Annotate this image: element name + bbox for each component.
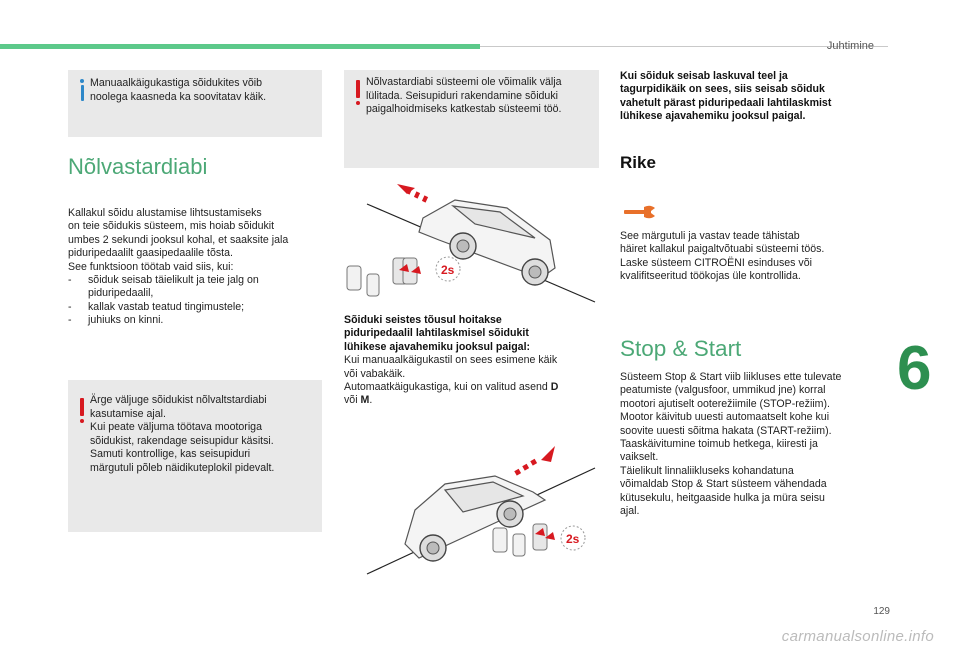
hill-hold-figure-downhill: 2s bbox=[366, 446, 596, 575]
list-item: - sõiduk seisab täielikult ja teie jalg … bbox=[68, 274, 259, 300]
intro-line: umbes 2 sekundi jooksul kohal, et saaksi… bbox=[68, 233, 289, 246]
section-title: Juhtimine bbox=[826, 40, 874, 52]
heading-stop-start: Stop & Start bbox=[620, 336, 742, 361]
ss-line: Täielikult linnaliikluseks kohandatuna bbox=[620, 464, 794, 477]
timer-label: 2s bbox=[441, 263, 455, 277]
heading-hill-start-assist: Nõlvastardiabi bbox=[68, 154, 208, 179]
wrench-icon bbox=[624, 205, 655, 219]
warning-icon-dot bbox=[355, 101, 360, 105]
warning-icon-dot bbox=[79, 419, 84, 423]
intro-line: piduripedaalilt gaasipedaalile tõsta. bbox=[68, 247, 233, 260]
bold-line: Kui sõiduk seisab laskuval teel ja bbox=[620, 70, 788, 82]
ss-line: ajal. bbox=[620, 505, 640, 518]
direction-arrow bbox=[514, 446, 555, 476]
fault-paragraph: See märgutuli ja vastav teade tähistab h… bbox=[620, 230, 890, 284]
caption-line: või vabakäik. bbox=[344, 367, 406, 380]
warning-line: märgutuli põleb näidikuteplokil pidevalt… bbox=[90, 461, 275, 474]
warning-line: Nõlvastardiabi süsteemi ole võimalik väl… bbox=[366, 76, 562, 88]
heading-fault: Rike bbox=[620, 153, 656, 172]
caption-automatic-cont: või M. bbox=[344, 394, 373, 407]
fault-line: Laske süsteem CITROËNI esinduses või bbox=[620, 256, 812, 269]
hill-hold-figure-uphill: 2s bbox=[346, 184, 596, 303]
fault-line: häiret kallakul paigaltvõtuabi süsteemi … bbox=[620, 243, 825, 256]
warning-icon bbox=[80, 398, 84, 416]
ss-line: mootori ajutiselt ooterežiimile (STOP-re… bbox=[620, 397, 830, 410]
dash-marker: - bbox=[68, 314, 72, 327]
watermark: carmanualsonline.info bbox=[781, 628, 934, 645]
timer-label: 2s bbox=[566, 532, 580, 546]
direction-arrow bbox=[397, 184, 429, 203]
bold-line: lühikese ajavahemiku jooksul paigal. bbox=[620, 110, 806, 123]
warning-line: sõidukist, rakendage seisupidur käsitsi. bbox=[90, 434, 274, 447]
timer-badge bbox=[435, 256, 461, 282]
ss-line: võimaldab Stop & Start süsteem vähendada bbox=[620, 478, 827, 491]
dash-marker: - bbox=[68, 274, 72, 286]
warning-line: lülitada. Seisupiduri rakendamine sõiduk… bbox=[366, 89, 558, 102]
stop-start-paragraph: Süsteem Stop & Start viib liikluses ette… bbox=[620, 371, 892, 518]
downhill-bold-paragraph: Kui sõiduk seisab laskuval teel ja tagur… bbox=[620, 70, 890, 124]
wheel-hub bbox=[456, 239, 470, 253]
fault-line: kvalifitseeritud töökojas üle kontrollid… bbox=[620, 270, 801, 283]
ss-line: Taaskäivitumine toimub hetkega, kiiresti… bbox=[620, 438, 818, 451]
list-item: - juhiuks on kinni. bbox=[68, 314, 164, 327]
warning-line: Kui peate väljuma töötava mootoriga bbox=[90, 421, 262, 433]
header-bar bbox=[0, 44, 480, 49]
chapter-number: 6 bbox=[897, 334, 932, 403]
caption-bold-line: lühikese ajavahemiku jooksul paigal: bbox=[344, 340, 531, 353]
intro-line: See funktsioon töötab vaid siis, kui: bbox=[68, 260, 234, 273]
warning-icon bbox=[356, 80, 360, 98]
wheel-hub bbox=[528, 265, 542, 279]
dash-marker: - bbox=[68, 300, 72, 313]
fault-line: See märgutuli ja vastav teade tähistab bbox=[620, 230, 800, 242]
caption-bold-line: piduripedaalil lahtilaskmisel sõidukit bbox=[344, 327, 529, 340]
warning-box-left: Ärge väljuge sõidukist nõlvaltstardiabi … bbox=[68, 380, 322, 532]
bold-line: tagurpidikäik on sees, siis seisab sõidu… bbox=[620, 83, 825, 96]
header-rule bbox=[480, 46, 888, 47]
info-icon-bar bbox=[80, 85, 84, 101]
pedal-arrows bbox=[399, 264, 421, 274]
warning-line: paigalhoidmiseks katkestab süsteemi töö. bbox=[366, 103, 562, 115]
info-icon bbox=[80, 79, 84, 83]
caption-line: Kui manuaalkäigukastil on sees esimene k… bbox=[344, 354, 558, 367]
wheel-hub bbox=[426, 541, 440, 555]
car-illustration bbox=[418, 199, 556, 279]
ss-line: Mootor käivitub uuesti automaatselt kohe… bbox=[620, 411, 830, 424]
pedal-illustration bbox=[492, 523, 548, 557]
caption-bold-line: Sõiduki seistes tõusul hoitakse bbox=[344, 314, 502, 326]
timer-badge bbox=[560, 525, 586, 551]
page-number: 129 bbox=[873, 606, 890, 617]
uphill-caption: Sõiduki seistes tõusul hoitakse piduripe… bbox=[344, 314, 604, 408]
warning-line: kasutamise ajal. bbox=[90, 407, 166, 420]
warning-box-middle: Nõlvastardiabi süsteemi ole võimalik väl… bbox=[344, 70, 599, 168]
bold-line: vahetult pärast piduripedaali lahtilaskm… bbox=[620, 96, 832, 109]
info-box: Manuaalkäigukastiga sõidukites võib nool… bbox=[68, 70, 322, 137]
wheel-hub bbox=[503, 507, 517, 521]
ss-line: vaikselt. bbox=[620, 451, 659, 464]
ss-line: Süsteem Stop & Start viib liikluses ette… bbox=[620, 371, 842, 383]
intro-line: on teie sõidukis süsteem, mis hoiab sõid… bbox=[68, 220, 275, 233]
intro-line: Kallakul sõidu alustamise lihtsustamisek… bbox=[68, 207, 262, 219]
ss-line: kütusekulu, heitgaaside hulka ja müra se… bbox=[620, 491, 825, 504]
intro-paragraph: Kallakul sõidu alustamise lihtsustamisek… bbox=[68, 207, 328, 274]
pedal-illustration bbox=[346, 257, 418, 297]
info-text: Manuaalkäigukastiga sõidukites võib nool… bbox=[90, 77, 267, 103]
warning-line: Ärge väljuge sõidukist nõlvaltstardiabi bbox=[90, 394, 267, 406]
warning-line: Samuti kontrollige, kas seisupiduri bbox=[90, 448, 251, 460]
ss-line: soovite uuesti sõitma hakata (START-reži… bbox=[620, 424, 832, 437]
list-item: - kallak vastab teatud tingimustele; bbox=[68, 300, 245, 313]
caption-automatic: Automaatkäigukastiga, kui on valitud ase… bbox=[344, 381, 559, 394]
ss-line: peatumiste (valgusfoor, ummikud jne) kor… bbox=[620, 384, 826, 397]
pedal-arrows bbox=[535, 528, 555, 540]
conditions-list: - sõiduk seisab täielikult ja teie jalg … bbox=[68, 274, 328, 328]
